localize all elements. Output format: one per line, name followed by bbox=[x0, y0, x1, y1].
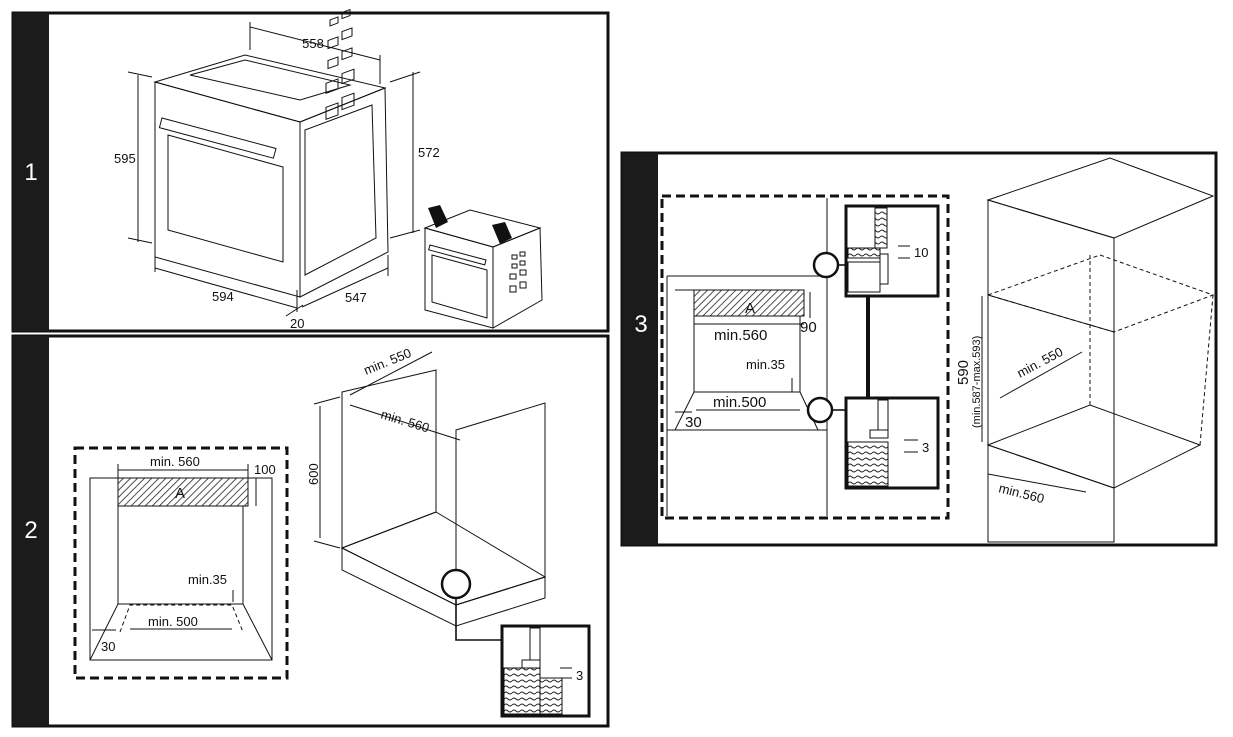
panel-number-2: 2 bbox=[24, 517, 37, 544]
detail-circle bbox=[440, 568, 472, 600]
hand-right-icon bbox=[492, 222, 512, 244]
dim-3: 3 bbox=[576, 668, 583, 683]
dim-min-35: min.35 bbox=[188, 572, 227, 587]
oven-small bbox=[423, 205, 543, 329]
dim-min-35-3: min.35 bbox=[746, 357, 785, 372]
control-panel-keys bbox=[325, 8, 355, 121]
dim-min-500-3: min.500 bbox=[713, 394, 766, 411]
hand-left-icon bbox=[428, 205, 448, 228]
label-a: A bbox=[175, 485, 185, 502]
detail-circle-bottom bbox=[806, 396, 834, 424]
label-a-3: A bbox=[745, 300, 755, 317]
panel-number-3: 3 bbox=[634, 311, 647, 338]
cabinet-3 bbox=[986, 157, 1215, 543]
cutout-frame-3 bbox=[660, 194, 950, 520]
dim-width-top: 558 bbox=[302, 36, 324, 51]
ventilation-area-a-3 bbox=[693, 289, 805, 317]
dim-door: 20 bbox=[290, 316, 304, 331]
dim-min-500: min. 500 bbox=[148, 614, 198, 629]
cutout-frame bbox=[73, 446, 289, 680]
detail-circle-top bbox=[812, 251, 840, 279]
panel-number-1: 1 bbox=[24, 159, 37, 186]
dim-depth: 547 bbox=[345, 290, 367, 305]
ventilation-area-a bbox=[117, 477, 249, 507]
dim-min-560: min. 560 bbox=[150, 454, 200, 469]
dim-590-range: (min.587-max.593) bbox=[971, 336, 983, 428]
dim-590: 590 bbox=[955, 360, 972, 385]
dim-height-side: 572 bbox=[418, 145, 440, 160]
dim-3-3: 3 bbox=[922, 440, 929, 455]
dim-height-front: 595 bbox=[114, 151, 136, 166]
panel-2: 2 A min. 560 100 min.35 min. 500 30 bbox=[11, 334, 610, 728]
dim-min-560-3: min.560 bbox=[714, 327, 767, 344]
dim-10: 10 bbox=[914, 245, 928, 260]
panel-3: 3 A min.560 90 min.35 min.500 30 bbox=[620, 151, 1218, 547]
dim-90: 90 bbox=[800, 319, 817, 336]
dim-600: 600 bbox=[306, 463, 321, 485]
oven-large bbox=[153, 8, 389, 298]
dim-30: 30 bbox=[101, 639, 115, 654]
dim-100: 100 bbox=[254, 462, 276, 477]
dim-width-bottom: 594 bbox=[212, 289, 234, 304]
panel-1: 1 558 bbox=[11, 8, 610, 333]
dim-30-3: 30 bbox=[685, 414, 702, 431]
